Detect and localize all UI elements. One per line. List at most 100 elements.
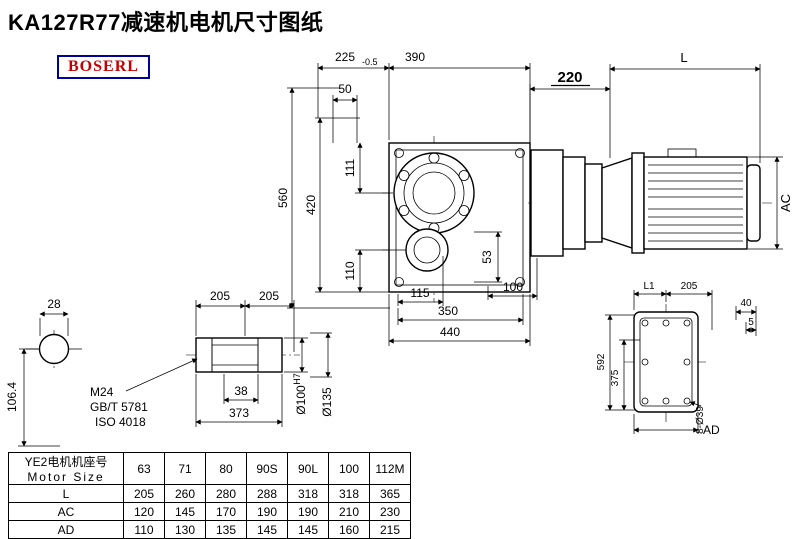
dim-label-rear-205: 205 xyxy=(681,281,698,292)
dim-AD: AD xyxy=(633,414,720,437)
dim-label-115: 115 xyxy=(410,286,429,300)
table-col-100: 100 xyxy=(328,452,370,485)
dim-label-205a: 205 xyxy=(210,289,230,303)
brand-logo-text: BOSERL xyxy=(68,58,139,75)
dim-label-d100-sup: H7 xyxy=(292,373,302,385)
thread-callout: M24 GB/T 5781 ISO 4018 xyxy=(90,358,198,429)
dim-label-225: 225 xyxy=(335,50,355,64)
page-title: KA127R77减速机电机尺寸图纸 xyxy=(8,10,324,35)
dim-label-d100: Ø100 xyxy=(294,385,308,415)
dim-label-5: 5 xyxy=(748,317,754,328)
table-cell: 230 xyxy=(369,502,411,521)
dim-label-AD: AD xyxy=(703,423,720,437)
dim-rear-205: 205 xyxy=(665,281,713,330)
table-cell: 318 xyxy=(287,484,329,503)
dim-label-420: 420 xyxy=(304,195,318,215)
dim-label-L1: L1 xyxy=(643,281,655,292)
dim-AC: AC xyxy=(748,156,793,250)
dim-375: 375 xyxy=(610,339,640,411)
dim-390: 390 xyxy=(388,50,531,146)
dim-5: 5 xyxy=(745,317,757,334)
table-row-AC: AC 120 145 170 190 190 210 230 xyxy=(8,502,411,521)
table-cell: 135 xyxy=(205,520,247,539)
table-row-label: AC xyxy=(8,502,124,521)
table-cell: 145 xyxy=(287,520,329,539)
table-col-71: 71 xyxy=(164,452,206,485)
dim-label-38: 38 xyxy=(234,384,248,398)
thread-label-m24: M24 xyxy=(90,385,114,399)
dim-L: L xyxy=(609,50,761,163)
dim-label-L: L xyxy=(680,50,687,65)
dim-220: 220 xyxy=(529,64,611,158)
dim-label-111: 111 xyxy=(343,159,357,178)
dim-label-40: 40 xyxy=(740,298,752,309)
table-col-90s: 90S xyxy=(246,452,288,485)
motor-rear-view xyxy=(624,304,708,422)
dim-label-220: 220 xyxy=(557,69,582,86)
table-cell: 280 xyxy=(205,484,247,503)
dim-373: 373 xyxy=(195,374,283,427)
dim-label-110: 110 xyxy=(343,261,357,280)
dim-label-50: 50 xyxy=(338,82,352,96)
dim-106-4: 106.4 xyxy=(5,348,60,447)
dim-label-AC: AC xyxy=(778,194,793,212)
dim-label-53: 53 xyxy=(480,250,494,264)
dim-label-100: 100 xyxy=(503,280,523,294)
motor-side-view xyxy=(528,148,772,257)
table-cell: 260 xyxy=(164,484,206,503)
table-col-90l: 90L xyxy=(287,452,329,485)
dim-440: 440 xyxy=(388,294,531,346)
dim-28: 28 xyxy=(39,297,69,336)
dim-111: 111 xyxy=(343,142,393,194)
dim-d100h7: Ø100 H7 xyxy=(284,337,308,415)
dim-label-560: 560 xyxy=(276,188,290,208)
thread-label-iso4018: ISO 4018 xyxy=(95,415,146,429)
thread-label-gbt5781: GB/T 5781 xyxy=(90,400,148,414)
dim-225: 225 -0.5 xyxy=(317,50,390,140)
note-label-8-d39: 8-Ø39 xyxy=(695,406,706,434)
table-header-motor-size: YE2电机机座号 Motor Size xyxy=(8,452,124,485)
table-cell: 120 xyxy=(123,502,165,521)
dim-115: 115 xyxy=(397,256,444,306)
dim-label-205b: 205 xyxy=(259,289,279,303)
table-cell: 130 xyxy=(164,520,206,539)
table-cell: 190 xyxy=(246,502,288,521)
dim-110: 110 xyxy=(343,249,406,293)
dim-592: 592 xyxy=(596,314,636,411)
table-cell: 190 xyxy=(287,502,329,521)
dim-205b: 205 xyxy=(244,289,295,352)
hollow-shaft-detail xyxy=(186,337,300,373)
dim-d135: Ø135 xyxy=(310,332,334,417)
dim-L1: L1 xyxy=(633,281,667,310)
dim-label-350: 350 xyxy=(438,304,458,318)
motor-cooling-fins xyxy=(648,164,743,242)
motor-size-table: YE2电机机座号 Motor Size 63 71 80 90S 90L 100… xyxy=(8,452,411,539)
dim-label-373: 373 xyxy=(229,406,249,420)
table-col-63: 63 xyxy=(123,452,165,485)
dim-label-592: 592 xyxy=(596,353,607,370)
dim-50: 50 xyxy=(332,82,358,143)
gearbox-front-view xyxy=(382,136,536,302)
dim-label-440: 440 xyxy=(440,325,460,339)
table-row-label: AD xyxy=(8,520,124,539)
note-8-d39: 8-Ø39 xyxy=(689,401,706,434)
table-row-AD: AD 110 130 135 145 145 160 215 xyxy=(8,520,411,539)
table-cell: 205 xyxy=(123,484,165,503)
table-cell: 365 xyxy=(369,484,411,503)
dim-label-d135: Ø135 xyxy=(320,387,334,417)
dim-label-225-tol: -0.5 xyxy=(362,57,378,67)
table-col-112m: 112M xyxy=(369,452,411,485)
dim-100: 100 xyxy=(487,258,538,300)
table-cell: 145 xyxy=(246,520,288,539)
table-cell: 170 xyxy=(205,502,247,521)
dim-label-375: 375 xyxy=(610,369,621,386)
dim-205a: 205 xyxy=(195,289,246,336)
dim-label-28: 28 xyxy=(47,297,61,311)
table-cell: 288 xyxy=(246,484,288,503)
table-cell: 215 xyxy=(369,520,411,539)
dim-38: 38 xyxy=(223,374,259,404)
technical-drawing: 225 -0.5 390 220 L 50 560 420 xyxy=(5,50,793,447)
table-col-80: 80 xyxy=(205,452,247,485)
table-header-cn: YE2电机机座号 xyxy=(24,455,108,469)
table-header-row: YE2电机机座号 Motor Size 63 71 80 90S 90L 100… xyxy=(8,452,411,485)
